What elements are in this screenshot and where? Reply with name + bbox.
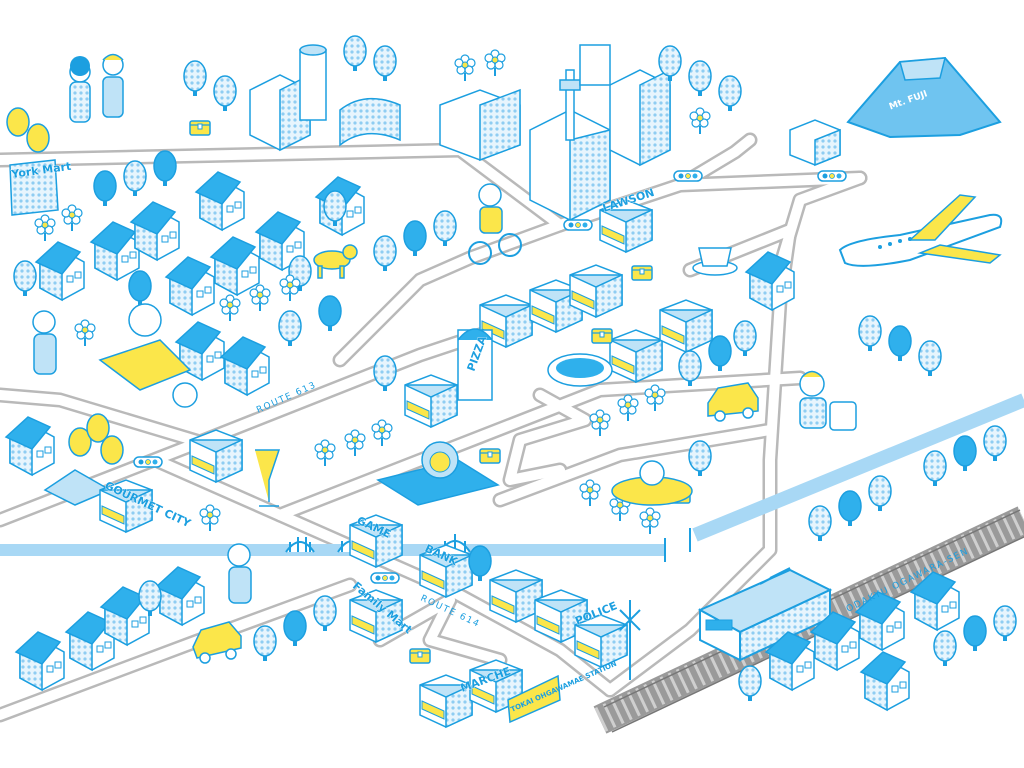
york-mart: York Mart [9, 159, 72, 216]
people [32, 53, 857, 680]
balloons [6, 107, 124, 465]
river [0, 393, 1024, 562]
family-mart: Family Mart [349, 579, 415, 643]
mt-fuji: Mt. FUJI [846, 56, 1002, 139]
airplane [838, 194, 1003, 267]
pizza-shop: PIZZA [457, 328, 493, 401]
city-center-buildings [249, 44, 841, 222]
train [697, 567, 833, 662]
marche: MARCHE [419, 659, 523, 728]
